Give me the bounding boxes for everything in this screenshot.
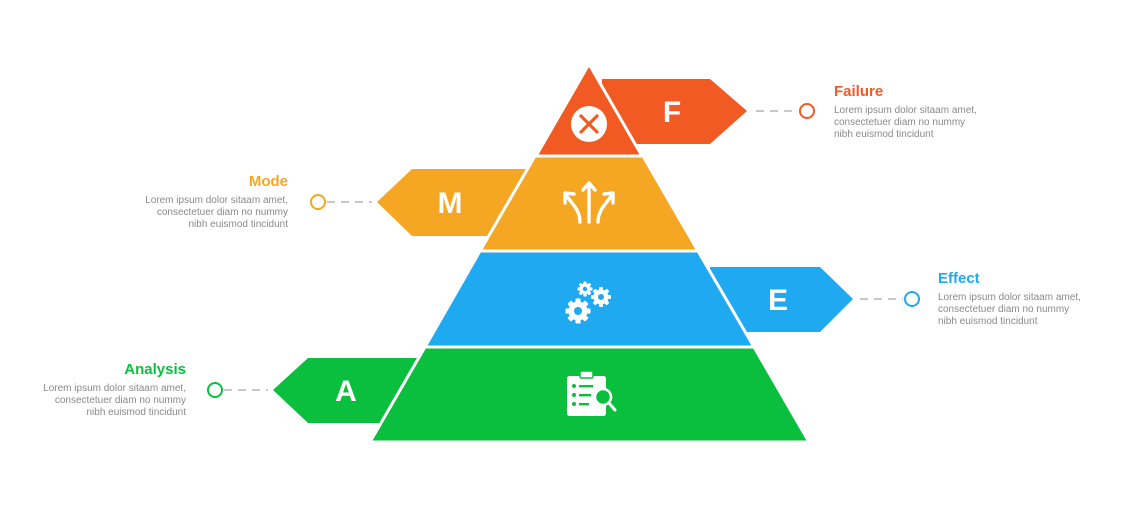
mode-title: Mode (248, 173, 288, 190)
effect-label: Effect Lorem ipsum dolor sitaam amet, co… (938, 270, 1141, 328)
mode-desc-line: Lorem ipsum dolor sitaam amet, (145, 195, 288, 206)
analysis-connector (207, 382, 268, 398)
analysis-tag (273, 358, 420, 423)
analysis-letter: A (335, 375, 357, 408)
analysis-label: Analysis Lorem ipsum dolor sitaam amet, … (0, 361, 186, 419)
mode-desc-line: consectetuer diam no nummy (156, 207, 288, 218)
failure-desc-line: consectetuer diam no nummy (834, 117, 966, 128)
failure-letter: F (663, 96, 681, 129)
effect-desc-line: nibh euismod tincidunt (938, 316, 1038, 327)
mode-desc-line: nibh euismod tincidunt (188, 219, 288, 230)
effect-letter: E (768, 284, 788, 317)
mode-description: Lorem ipsum dolor sitaam amet, consectet… (38, 195, 288, 231)
mode-label: Mode Lorem ipsum dolor sitaam amet, cons… (38, 173, 288, 231)
clipboard-checklist-icon (567, 370, 617, 416)
mode-letter: M (438, 187, 463, 220)
gears-icon (565, 281, 611, 324)
diverging-arrows-icon (563, 181, 615, 224)
effect-description: Lorem ipsum dolor sitaam amet, consectet… (938, 292, 1141, 328)
analysis-desc-line: Lorem ipsum dolor sitaam amet, (43, 383, 186, 394)
effect-connector (860, 291, 920, 307)
analysis-title: Analysis (124, 361, 186, 378)
failure-label: Failure Lorem ipsum dolor sitaam amet, c… (834, 83, 1084, 141)
analysis-description: Lorem ipsum dolor sitaam amet, consectet… (0, 383, 186, 419)
effect-title: Effect (938, 270, 980, 287)
failure-description: Lorem ipsum dolor sitaam amet, consectet… (834, 105, 1084, 141)
effect-tag (710, 267, 853, 332)
effect-desc-line: Lorem ipsum dolor sitaam amet, (938, 292, 1081, 303)
analysis-desc-line: consectetuer diam no nummy (54, 395, 186, 406)
failure-title: Failure (834, 83, 884, 100)
failure-desc-line: nibh euismod tincidunt (834, 129, 934, 140)
effect-desc-line: consectetuer diam no nummy (938, 304, 1070, 315)
failure-desc-line: Lorem ipsum dolor sitaam amet, (834, 105, 977, 116)
pyramid-layer-effect (422, 249, 757, 349)
mode-tag (377, 169, 530, 236)
analysis-desc-line: nibh euismod tincidunt (86, 407, 186, 418)
close-circle-icon (571, 106, 607, 142)
mode-connector (310, 194, 372, 210)
failure-connector (756, 103, 815, 119)
failure-tag (602, 79, 747, 144)
